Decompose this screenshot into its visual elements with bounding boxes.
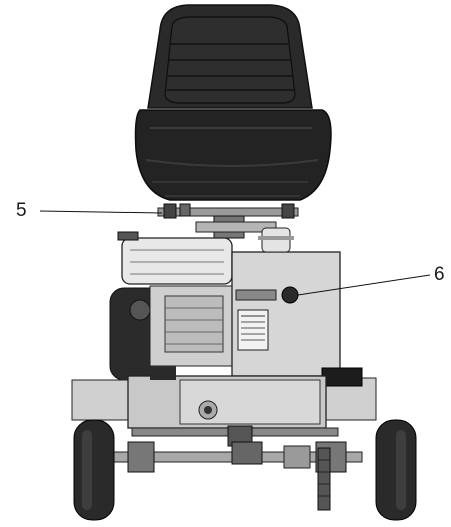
warning-label	[237, 309, 269, 351]
seat-mount-bracket	[157, 203, 299, 239]
fuel-cap	[281, 286, 299, 304]
callout-5: 5	[16, 200, 27, 221]
left-wheel	[73, 419, 115, 521]
frame	[71, 366, 377, 447]
engine	[109, 231, 233, 381]
drive-chain	[317, 447, 331, 511]
axle	[111, 441, 363, 511]
seat	[134, 4, 332, 201]
fuel-tank	[231, 227, 341, 377]
right-wheel	[375, 419, 417, 521]
callout-6: 6	[434, 264, 445, 285]
leader-line-6	[297, 274, 431, 296]
seat-cushion	[134, 109, 332, 201]
leader-line-5	[39, 210, 163, 214]
